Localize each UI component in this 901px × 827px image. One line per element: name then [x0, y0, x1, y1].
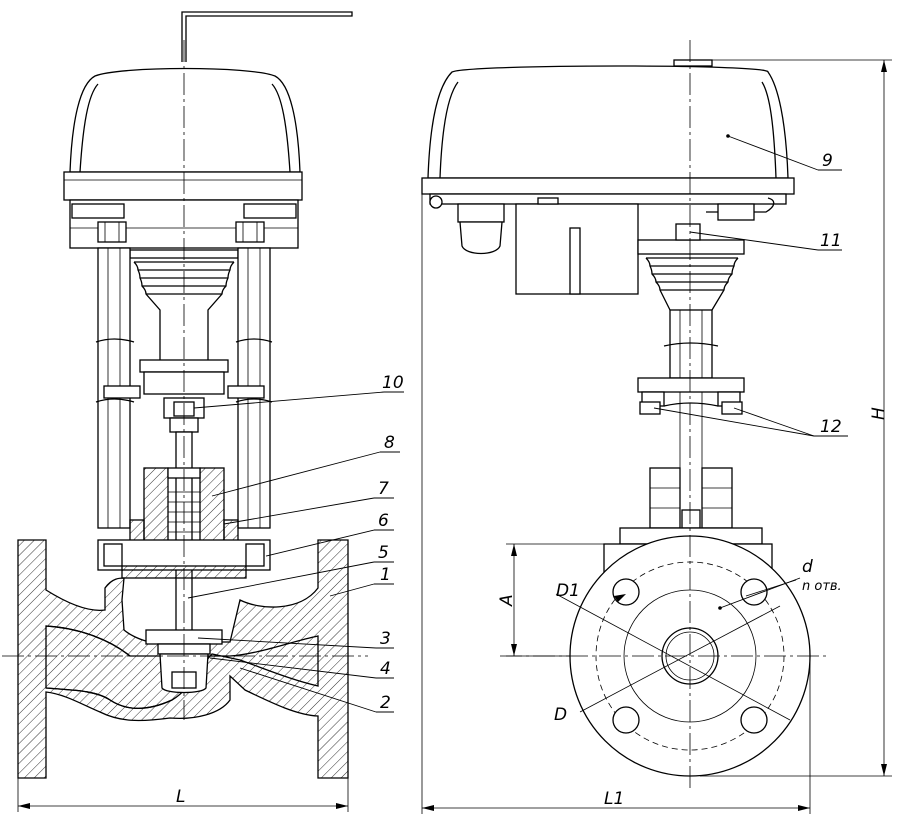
callout-1: 1 — [380, 565, 391, 585]
callout-11: 11 — [820, 231, 842, 251]
callout-7: 7 — [378, 479, 389, 499]
dim-H: H — [869, 407, 889, 420]
callout-12: 12 — [820, 417, 842, 437]
actuator-cover — [69, 67, 301, 173]
dim-D1: D1 — [556, 581, 580, 601]
callout-4: 4 — [380, 659, 391, 679]
callout-5: 5 — [378, 543, 389, 563]
dim-L: L — [176, 787, 185, 807]
dim-n-holes: n отв. — [802, 579, 842, 594]
side-actuator-cover — [427, 65, 789, 179]
front-section-view: L — [2, 11, 368, 812]
side-view — [421, 40, 892, 814]
dim-d: d — [802, 557, 813, 577]
dim-A: A — [497, 594, 517, 607]
callout-9: 9 — [822, 151, 833, 171]
callout-8: 8 — [384, 433, 395, 453]
callout-leaders — [187, 391, 404, 713]
callout-6: 6 — [378, 511, 389, 531]
dim-D: D — [554, 705, 567, 725]
bolt-holes — [612, 578, 768, 734]
dim-L1: L1 — [604, 789, 624, 809]
callout-2: 2 — [380, 693, 391, 713]
callout-10: 10 — [382, 373, 404, 393]
callout-3: 3 — [380, 629, 391, 649]
